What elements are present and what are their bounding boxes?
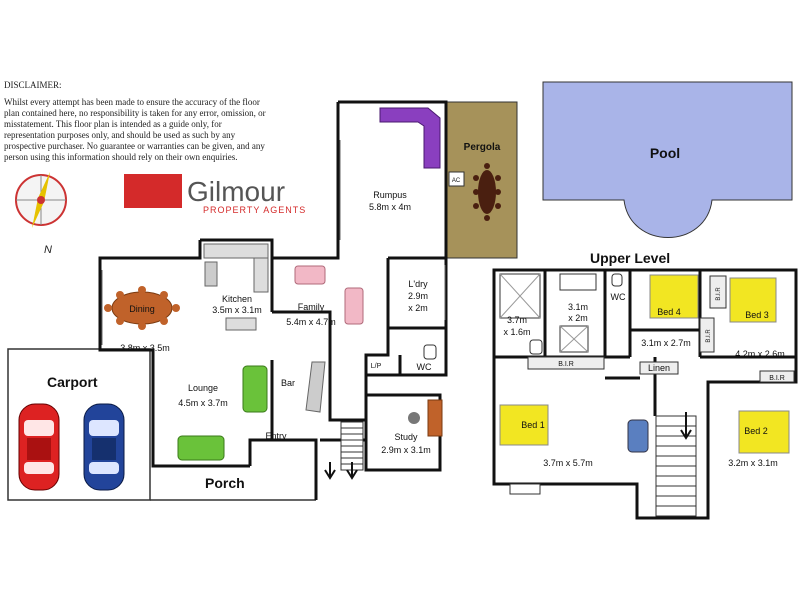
family-label: Family bbox=[298, 302, 325, 312]
kitchen-size: 3.5m x 3.1m bbox=[212, 305, 262, 315]
ground-stairs bbox=[324, 421, 364, 480]
bath2-size-1: 3.1m bbox=[568, 302, 588, 312]
upper-stairs bbox=[655, 412, 697, 517]
bed3-size: 4.2m x 2.6m bbox=[735, 349, 785, 359]
bed4-bir bbox=[699, 317, 715, 353]
brand-name: Gilmour bbox=[187, 176, 285, 207]
brand-logo-mark bbox=[124, 174, 182, 208]
compass-label: N bbox=[44, 244, 52, 256]
lounge-label: Lounge bbox=[188, 383, 218, 393]
laundry-size-2: x 2m bbox=[408, 303, 428, 313]
bed1-bir-label: B.I.R bbox=[558, 361, 574, 368]
bar-counter-icon bbox=[305, 361, 326, 413]
disclaimer-text: Whilst every attempt has been made to en… bbox=[4, 97, 266, 162]
lounge-sofa-icon bbox=[177, 365, 268, 461]
bar-label: Bar bbox=[281, 378, 295, 388]
bed1-label: Bed 1 bbox=[521, 420, 545, 430]
disclaimer-title: DISCLAIMER: bbox=[4, 80, 62, 90]
stairs-down-arrow-icon bbox=[680, 412, 692, 440]
bed2-bir bbox=[759, 370, 795, 383]
disclaimer: DISCLAIMER: Whilst every attempt has bee… bbox=[4, 80, 274, 163]
bed3-bir bbox=[709, 275, 727, 309]
lounge-size: 4.5m x 3.7m bbox=[178, 398, 228, 408]
study-label: Study bbox=[394, 432, 418, 442]
linen-closet bbox=[639, 361, 679, 375]
bed2-size: 3.2m x 3.1m bbox=[728, 458, 778, 468]
bed4-icon bbox=[649, 274, 699, 319]
car-red-icon bbox=[18, 403, 60, 491]
porch-label: Porch bbox=[205, 475, 245, 491]
bath1-toilet-icon bbox=[529, 339, 543, 355]
bed4-size: 3.1m x 2.7m bbox=[641, 338, 691, 348]
linen-label: Linen bbox=[648, 363, 670, 373]
pergola: Pergola AC bbox=[445, 101, 518, 259]
rumpus-sofa-icon bbox=[379, 107, 441, 169]
family-size: 5.4m x 4.7m bbox=[286, 317, 336, 327]
stairs-down-arrow-icon bbox=[324, 462, 336, 480]
car-blue-icon bbox=[83, 403, 125, 491]
bathtub-icon bbox=[559, 273, 597, 291]
rumpus-label: Rumpus bbox=[373, 190, 407, 200]
ac-unit bbox=[448, 171, 465, 187]
bed2-bir-label: B.I.R bbox=[769, 375, 785, 382]
entry-label: Entry bbox=[265, 431, 287, 441]
upper-wc-label: WC bbox=[611, 292, 626, 302]
pool-label: Pool bbox=[650, 145, 680, 161]
kitchen-counter-icon bbox=[203, 243, 269, 331]
stairs-down-arrow-icon bbox=[346, 462, 358, 480]
bay-window bbox=[509, 483, 541, 495]
bed4-bir-label: B.I.R bbox=[706, 329, 712, 343]
bath2-size-2: x 2m bbox=[568, 313, 588, 323]
upper-toilet-icon bbox=[611, 273, 623, 287]
bed1-bir bbox=[527, 356, 605, 370]
bed3-bir-label: B.I.R bbox=[716, 287, 722, 301]
rumpus-size: 5.8m x 4m bbox=[369, 202, 411, 212]
bath1-size-1: 3.7m bbox=[507, 315, 527, 325]
laundry-size-1: 2.9m bbox=[408, 291, 428, 301]
kitchen-label: Kitchen bbox=[222, 294, 252, 304]
bed3-label: Bed 3 bbox=[745, 310, 769, 320]
bed1-size: 3.7m x 5.7m bbox=[543, 458, 593, 468]
bed4-label: Bed 4 bbox=[657, 307, 681, 317]
ac-label: AC bbox=[452, 178, 461, 184]
upper-level-title: Upper Level bbox=[590, 250, 670, 266]
bed3-icon bbox=[729, 277, 777, 323]
dining-label: Dining bbox=[129, 304, 155, 314]
dining-size: 3.8m x 3.5m bbox=[120, 343, 170, 353]
carport-label: Carport bbox=[47, 374, 98, 390]
compass-icon: N bbox=[15, 172, 67, 256]
bed1-icon bbox=[499, 404, 549, 446]
armchair-icon bbox=[627, 419, 649, 453]
brand-tagline: PROPERTY AGENTS bbox=[203, 205, 306, 215]
bath1-size-2: x 1.6m bbox=[503, 327, 530, 337]
study-desk-icon bbox=[408, 399, 443, 437]
dining-table-icon bbox=[104, 286, 180, 330]
toilet-icon bbox=[423, 344, 437, 360]
ground-wc-label: WC bbox=[417, 362, 432, 372]
bed2-icon bbox=[738, 410, 790, 454]
study-size: 2.9m x 3.1m bbox=[381, 445, 431, 455]
family-sofa-icon bbox=[294, 265, 364, 325]
pergola-label: Pergola bbox=[464, 142, 501, 153]
bed2-label: Bed 2 bbox=[744, 426, 768, 436]
brand-logo: Gilmour PROPERTY AGENTS bbox=[124, 174, 306, 215]
pool: Pool bbox=[542, 81, 793, 238]
outdoor-table-icon bbox=[473, 163, 501, 221]
linen-press-label: L/P bbox=[371, 363, 382, 370]
laundry-label: L'dry bbox=[408, 279, 428, 289]
